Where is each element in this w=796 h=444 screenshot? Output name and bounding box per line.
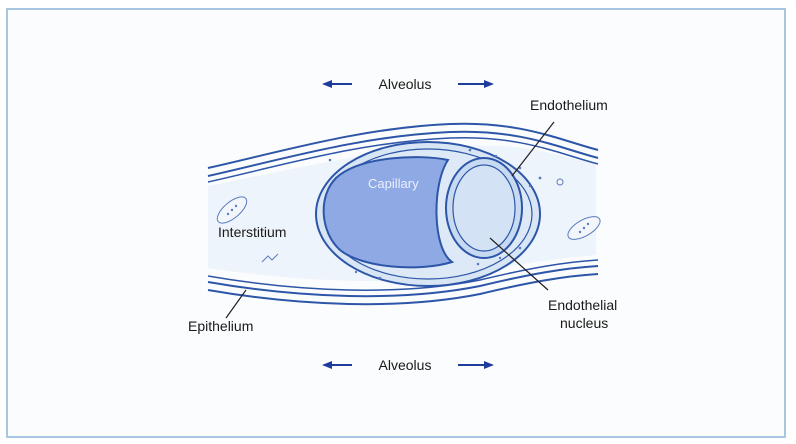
endothelial-nucleus-label-line2: nucleus	[560, 315, 608, 331]
interstitium-label: Interstitium	[218, 224, 286, 240]
alveolus-top-label: Alveolus	[379, 76, 432, 92]
capillary-lumen	[324, 157, 452, 267]
epithelium-label: Epithelium	[188, 318, 253, 334]
endothelial-nucleus	[453, 165, 515, 251]
alveolus-bottom-label: Alveolus	[379, 357, 432, 373]
endothelium-label: Endothelium	[530, 97, 608, 113]
capillary-label: Capillary	[368, 176, 419, 191]
endothelial-nucleus-label-line1: Endothelial	[548, 297, 617, 313]
